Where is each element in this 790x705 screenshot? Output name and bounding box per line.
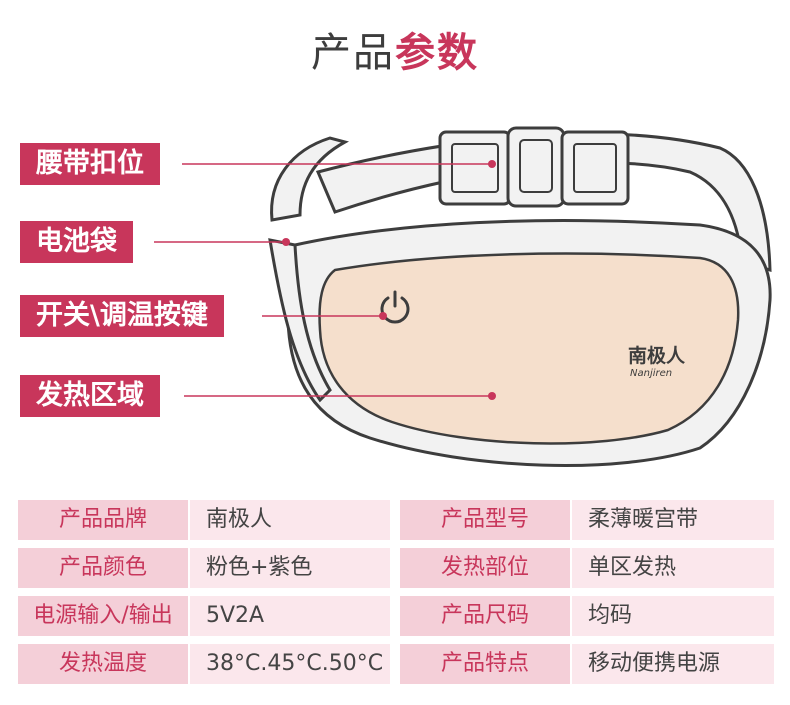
spec-key: 电源输入/输出 [18, 596, 188, 636]
table-row: 产品颜色 粉色+紫色 发热部位 单区发热 [18, 548, 774, 588]
back-strap [270, 136, 350, 222]
spec-key: 产品品牌 [18, 500, 188, 540]
spec-key: 产品颜色 [18, 548, 188, 588]
side-loop [268, 238, 332, 403]
brand-logo-en: Nanjiren [630, 368, 672, 379]
spec-key: 产品型号 [400, 500, 570, 540]
table-row: 电源输入/输出 5V2A 产品尺码 均码 [18, 596, 774, 636]
callout-battery-pouch: 电池袋 [20, 221, 133, 263]
buckle-right [560, 130, 630, 206]
table-row: 发热温度 38°C.45°C.50°C 产品特点 移动便携电源 [18, 644, 774, 684]
spec-value: 5V2A [190, 596, 390, 636]
spec-value: 南极人 [190, 500, 390, 540]
page-title: 产品参数 [0, 20, 790, 78]
buckle-left [438, 130, 512, 206]
product-diagram: 南极人 Nanjiren [154, 126, 772, 467]
callout-buckle: 腰带扣位 [20, 143, 160, 185]
spec-key: 发热部位 [400, 548, 570, 588]
spec-value: 移动便携电源 [572, 644, 774, 684]
spec-value: 粉色+紫色 [190, 548, 390, 588]
callout-heat-area: 发热区域 [20, 375, 160, 417]
brand-logo-cn: 南极人 [628, 344, 686, 367]
spec-key: 发热温度 [18, 644, 188, 684]
spec-value: 38°C.45°C.50°C [190, 644, 390, 684]
table-row: 产品品牌 南极人 产品型号 柔薄暖宫带 [18, 500, 774, 540]
spec-value: 均码 [572, 596, 774, 636]
power-button-icon [380, 290, 410, 324]
title-light: 产品 [311, 30, 395, 76]
callout-switch: 开关\调温按键 [20, 295, 224, 337]
title-bold: 参数 [395, 30, 479, 76]
spec-value: 柔薄暖宫带 [572, 500, 774, 540]
spec-key: 产品尺码 [400, 596, 570, 636]
spec-value: 单区发热 [572, 548, 774, 588]
spec-key: 产品特点 [400, 644, 570, 684]
